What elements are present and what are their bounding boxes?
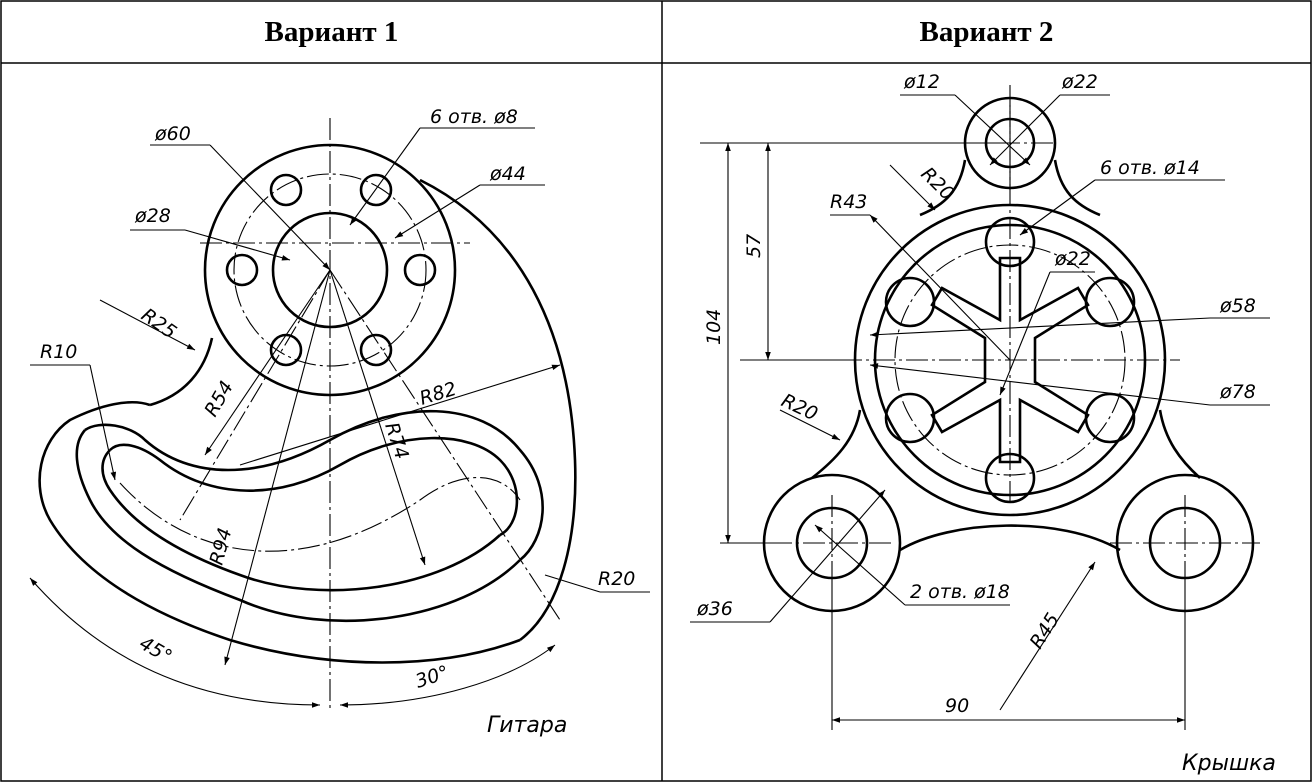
v2-label-d78: ø78 [1219,381,1256,403]
v2-label-d22-top: ø22 [1061,71,1098,93]
v2-label-d22: ø22 [1054,248,1091,270]
v1-label-r74: R74 [380,420,412,462]
v2-label-holes18: 2 отв. ø18 [910,581,1010,603]
v2-label-r45: R45 [1026,609,1064,652]
v1-label-d60: ø60 [154,123,191,145]
v2-dimension-lines [690,94,1270,730]
v1-label-holes: 6 отв. ø8 [430,106,518,128]
v2-label-holes14: 6 отв. ø14 [1100,157,1200,179]
v1-dimension-lines [29,127,650,708]
v1-label-r25: R25 [137,304,180,343]
v1-part-name: Гитара [487,713,567,738]
v1-label-d28: ø28 [134,205,171,227]
variant-1-drawing: ø60 6 отв. ø8 ø44 ø28 R25 R10 R54 R82 R7… [29,106,650,738]
v2-label-90: 90 [945,695,969,717]
v1-label-r94: R94 [206,525,237,567]
v2-label-d36: ø36 [696,598,733,620]
v1-label-d44: ø44 [489,163,526,185]
v1-label-r20: R20 [598,568,635,590]
v2-label-d12: ø12 [903,71,940,93]
v1-centerlines [119,118,561,712]
variant-1-header: Вариант 1 [264,15,399,48]
variant-2-drawing: ø12 ø22 R20 6 отв. ø14 R43 57 ø22 104 ø5… [690,71,1276,776]
v1-labels: ø60 6 отв. ø8 ø44 ø28 R25 R10 R54 R82 R7… [40,106,635,738]
v1-label-a30: 30° [413,661,452,692]
v1-outline [38,143,577,664]
v2-label-104: 104 [703,309,725,345]
v2-label-r20-top: R20 [916,163,958,205]
v2-labels: ø12 ø22 R20 6 отв. ø14 R43 57 ø22 104 ø5… [696,71,1276,776]
v1-label-r82: R82 [417,378,459,410]
v2-part-name: Крышка [1182,751,1276,776]
v1-label-a45: 45° [136,632,176,668]
v2-label-57: 57 [743,234,765,258]
v1-label-r10: R10 [40,341,77,363]
v2-label-r43: R43 [830,191,867,213]
variant-2-header: Вариант 2 [919,15,1054,48]
v2-label-d58: ø58 [1219,295,1256,317]
